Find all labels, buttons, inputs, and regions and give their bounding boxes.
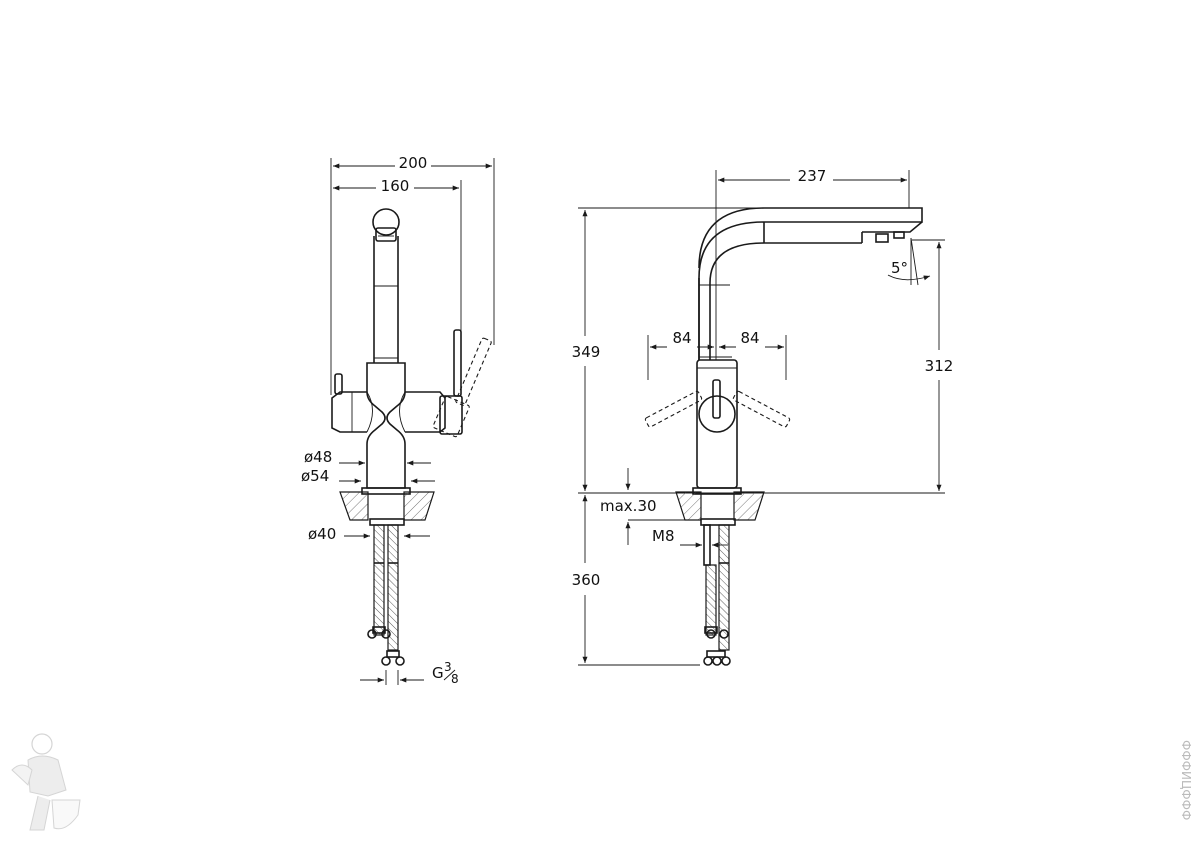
front-body: [331, 329, 492, 495]
front-hoses: [367, 524, 405, 666]
dim-237: 237: [715, 167, 910, 360]
dim-160: 160: [333, 177, 462, 335]
side-view: 237 5°: [572, 167, 954, 666]
dim-40: ø40: [308, 525, 430, 543]
plumber-mascot-icon: [11, 733, 81, 831]
dim-diameters-upper: ø48 ø54: [301, 448, 435, 485]
dim-360-label: 360: [572, 571, 601, 589]
dim-237-label: 237: [798, 167, 827, 185]
dim-349-label: 349: [572, 343, 601, 361]
dim-40-label: ø40: [308, 525, 336, 543]
dim-84-84: 84 84: [647, 329, 787, 380]
m8-label: M8: [652, 527, 675, 545]
thread-label-g: G: [432, 664, 444, 682]
dim-312-label: 312: [925, 357, 954, 375]
dim-200: 200: [330, 154, 495, 395]
dim-48-label: ø48: [304, 448, 332, 466]
dim-84-left-label: 84: [672, 329, 691, 347]
dim-312: 312: [912, 239, 954, 491]
dim-349: 349: [572, 207, 945, 494]
dim-angle: 5°: [887, 237, 931, 286]
dim-thread: G 3 8: [360, 660, 459, 686]
side-body: [644, 359, 791, 495]
dim-200-label: 200: [399, 154, 428, 172]
thread-label-den: 8: [451, 672, 459, 686]
dim-max30: max.30: [600, 468, 690, 545]
front-view: 200 160: [301, 154, 495, 686]
side-spout: [698, 207, 923, 360]
dim-360: 360: [572, 495, 700, 666]
dim-160-label: 160: [381, 177, 410, 195]
dim-m8: M8: [652, 524, 728, 566]
front-deck: [339, 491, 435, 526]
front-spout: [372, 208, 400, 363]
thread-label-num: 3: [444, 660, 452, 674]
side-deck: [675, 491, 765, 526]
dim-54-label: ø54: [301, 467, 329, 485]
max30-label: max.30: [600, 497, 657, 515]
angle-label: 5°: [891, 259, 908, 277]
watermark-text: ФФФИЦФФФ: [1179, 740, 1193, 820]
side-hoses: [703, 524, 731, 666]
dim-84-right-label: 84: [740, 329, 759, 347]
